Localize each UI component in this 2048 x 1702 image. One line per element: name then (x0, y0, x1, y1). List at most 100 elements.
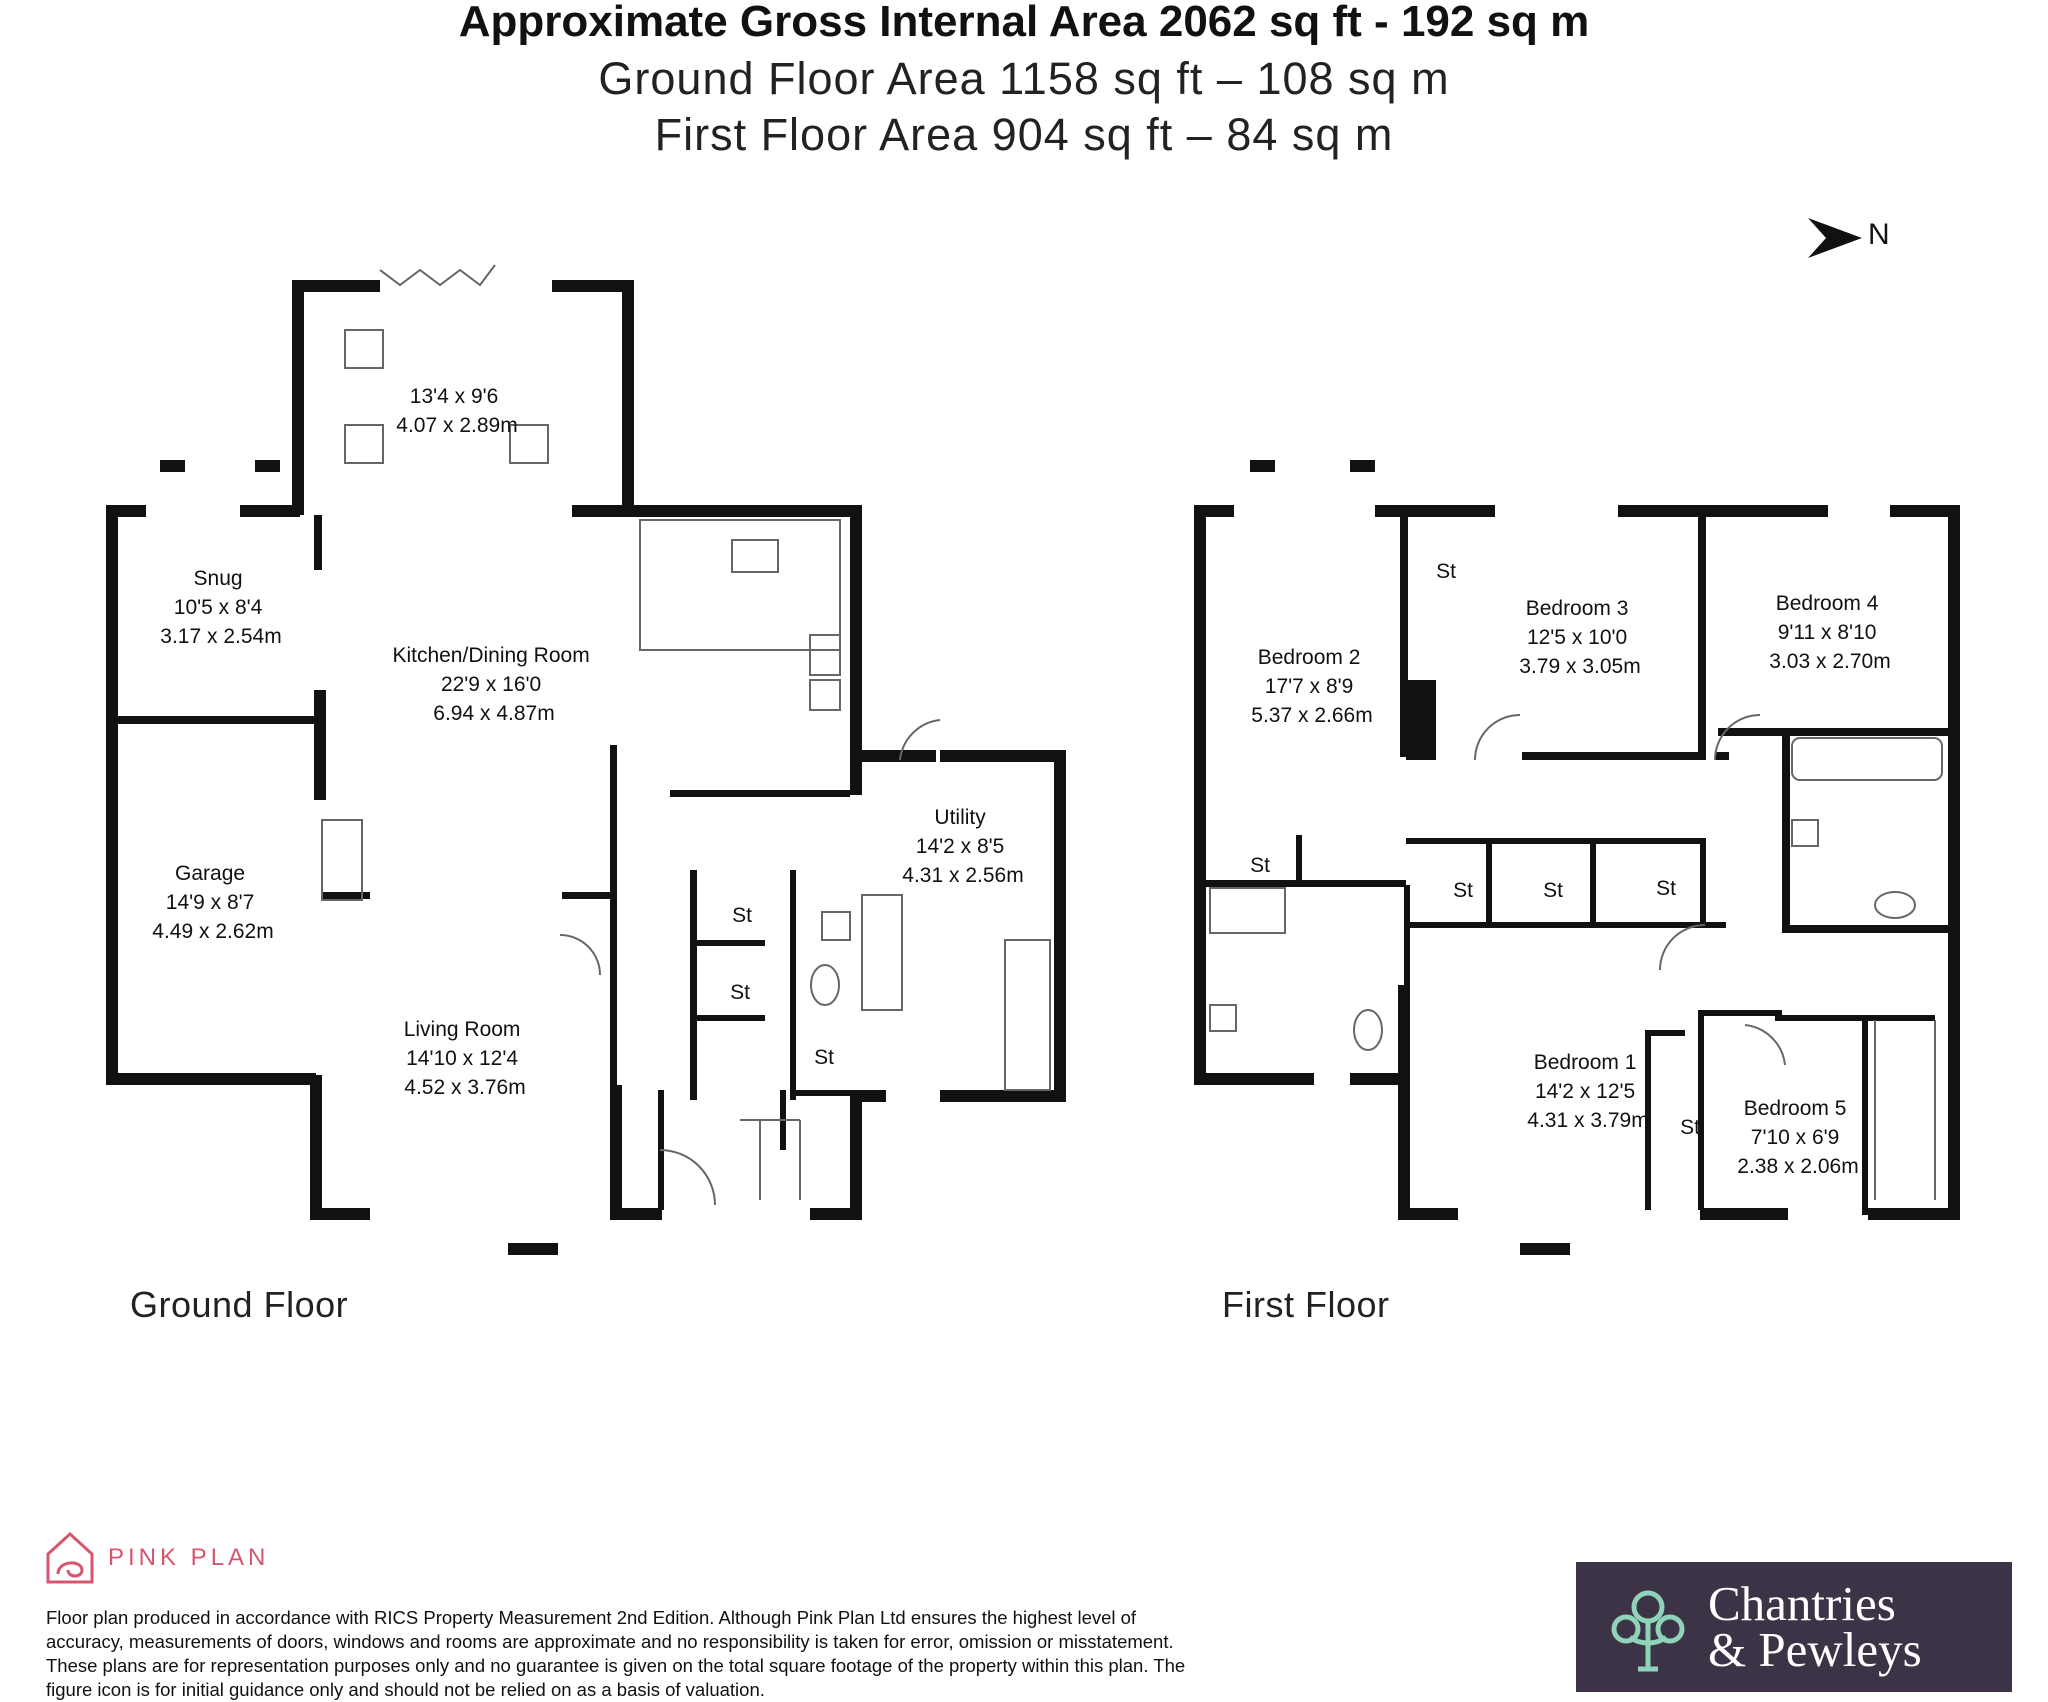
storage-label: St (1656, 877, 1676, 900)
wall (1404, 885, 1410, 985)
stairs-icon (740, 1119, 801, 1200)
north-compass: N (1808, 218, 1890, 258)
wall (314, 690, 326, 800)
wall (1890, 505, 1960, 517)
wall (850, 505, 862, 795)
toilet-icon (1353, 1009, 1383, 1051)
first-floor-area: First Floor Area 904 sq ft – 84 sq m (654, 109, 1394, 160)
skylight-icon (344, 329, 384, 369)
wall (1700, 1208, 1788, 1220)
wall (1862, 1015, 1868, 1215)
agent-name-line2: & Pewleys (1708, 1622, 1922, 1677)
storage-label: St (1250, 854, 1270, 877)
pink-plan-brand: PINK PLAN (44, 1530, 269, 1586)
wall (1406, 922, 1726, 928)
bedroom-2-label: Bedroom 2 17'7 x 8'9 5.37 x 2.66m (1251, 646, 1372, 727)
worktop (1004, 939, 1051, 1091)
hob-icon (809, 634, 841, 676)
bath-icon (1791, 737, 1943, 781)
wall (850, 750, 936, 762)
wall (1350, 1073, 1410, 1085)
wall (562, 892, 612, 899)
wall (1718, 728, 1954, 736)
wall (508, 1243, 558, 1255)
wall (1645, 1030, 1685, 1036)
wall (1590, 838, 1596, 926)
wall (1375, 505, 1495, 517)
wall (940, 750, 1066, 762)
ground-floor-plan (106, 280, 1066, 1255)
wall (1698, 1010, 1704, 1210)
storage-label: St (814, 1046, 834, 1069)
wall (1775, 1015, 1935, 1021)
wall (552, 280, 634, 292)
wall (1782, 925, 1952, 933)
skylight-icon (509, 424, 549, 464)
storage-label: St (1680, 1116, 1700, 1139)
bedroom-5-label: Bedroom 5 7'10 x 6'9 2.38 x 2.06m (1737, 1097, 1858, 1178)
agent-name-line1: Chantries (1708, 1576, 1896, 1631)
wall (850, 1090, 862, 1220)
basin-icon (1209, 1004, 1237, 1032)
door-swing (1714, 714, 1761, 761)
living-room-label: Living Room 14'10 x 12'4 4.52 x 3.76m (404, 1018, 527, 1099)
wall (310, 1075, 322, 1220)
door-swing (559, 934, 601, 976)
bedroom-3-label: Bedroom 3 12'5 x 10'0 3.79 x 3.05m (1519, 597, 1640, 678)
wall (106, 505, 146, 517)
wall (1520, 1243, 1570, 1255)
wall (292, 280, 380, 292)
wall (106, 510, 118, 1085)
wall (1702, 1010, 1782, 1016)
wall (1486, 838, 1492, 926)
bedroom-1-label: Bedroom 1 14'2 x 12'5 4.31 x 3.79m (1527, 1051, 1648, 1132)
toilet-icon (1874, 891, 1916, 919)
wall (690, 940, 765, 946)
sink-icon (731, 539, 779, 573)
wall (1406, 680, 1436, 760)
wall (940, 1090, 1066, 1102)
wall (610, 745, 617, 1210)
wall (1398, 1208, 1458, 1220)
kitchen-dining-label: Kitchen/Dining Room 22'9 x 16'0 6.94 x 4… (392, 644, 595, 725)
first-floor-fixtures (1209, 714, 1943, 1200)
pink-plan-wordmark: PINK PLAN (108, 1544, 270, 1571)
storage-label: St (1436, 560, 1456, 583)
bifold-door-icon (379, 264, 496, 287)
wall (790, 870, 796, 1100)
wall (1868, 1208, 1960, 1220)
agent-logo-panel: Chantries & Pewleys (1576, 1562, 2012, 1692)
wall (1194, 510, 1206, 1085)
utility-label: Utility 14'2 x 8'5 4.31 x 2.56m (902, 806, 1023, 887)
kitchen-worktop (639, 519, 841, 651)
storage-label: St (732, 904, 752, 927)
wall (255, 460, 280, 472)
wall (1948, 505, 1960, 1220)
wall (1296, 835, 1302, 885)
wall (810, 1208, 862, 1220)
worktop (861, 894, 903, 1011)
gross-area-title: Approximate Gross Internal Area 2062 sq … (458, 0, 1590, 46)
wall (106, 1073, 316, 1085)
wall (1206, 880, 1406, 887)
first-floor-plan (1194, 460, 1960, 1255)
ground-floor-area: Ground Floor Area 1158 sq ft – 108 sq m (598, 53, 1450, 104)
door-swing (659, 1149, 716, 1206)
wall (1194, 505, 1234, 517)
ground-floor-fixtures (321, 264, 1051, 1206)
snug-label: Snug 10'5 x 8'4 3.17 x 2.54m (160, 567, 281, 648)
skylight-icon (344, 424, 384, 464)
stairs-icon (1874, 1020, 1936, 1200)
wall (1194, 1073, 1314, 1085)
wall (314, 515, 322, 570)
wall (790, 1090, 860, 1096)
wall (1698, 517, 1706, 760)
wall (1645, 1030, 1651, 1210)
wall (572, 505, 862, 517)
fireplace (321, 819, 363, 901)
north-arrow-icon (1808, 218, 1862, 258)
wall (1250, 460, 1275, 472)
bedroom-4-label: Bedroom 4 9'11 x 8'10 3.03 x 2.70m (1769, 592, 1890, 673)
ground-room-labels: 13'4 x 9'6 4.07 x 2.89m Snug 10'5 x 8'4 … (152, 385, 1023, 1099)
